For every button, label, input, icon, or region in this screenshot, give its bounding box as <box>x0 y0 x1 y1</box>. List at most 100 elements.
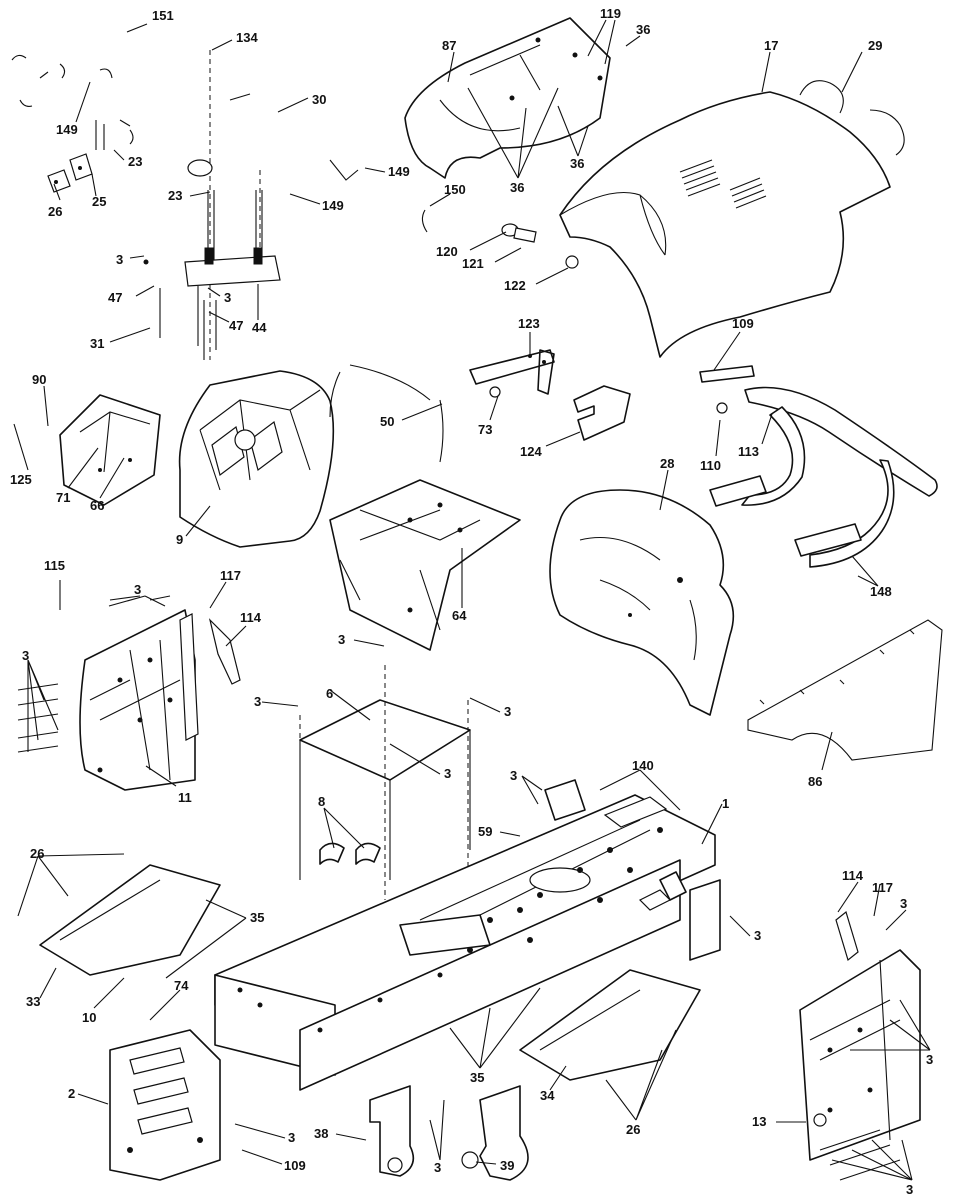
leader-lines <box>13 19 931 1181</box>
callout-3: 3 <box>754 928 761 943</box>
callout-86: 86 <box>808 774 822 789</box>
callout-36: 36 <box>510 180 524 195</box>
plate-33 <box>39 864 221 976</box>
callout-59: 59 <box>478 824 492 839</box>
callout-39: 39 <box>500 1158 514 1173</box>
callout-47: 47 <box>229 318 243 333</box>
callout-50: 50 <box>380 414 394 429</box>
callout-3: 3 <box>444 766 451 781</box>
callout-87: 87 <box>442 38 456 53</box>
callout-35: 35 <box>250 910 264 925</box>
callout-2: 2 <box>68 1086 75 1101</box>
bracket-26 <box>47 169 71 193</box>
callout-26: 26 <box>30 846 44 861</box>
callout-115: 115 <box>44 558 65 573</box>
callout-3: 3 <box>434 1160 441 1175</box>
callout-3: 3 <box>906 1182 913 1197</box>
callout-23: 23 <box>168 188 182 203</box>
dash-tower-9 <box>178 370 335 548</box>
callout-66: 66 <box>90 498 104 513</box>
callout-9: 9 <box>176 532 183 547</box>
callout-1: 1 <box>722 796 729 811</box>
callout-3: 3 <box>338 632 345 647</box>
callout-3: 3 <box>288 1130 295 1145</box>
callout-113: 113 <box>738 444 759 459</box>
frame-holes <box>237 827 663 1033</box>
callout-33: 33 <box>26 994 40 1009</box>
callout-47: 47 <box>108 290 122 305</box>
callout-38: 38 <box>314 1126 328 1141</box>
callout-117: 117 <box>872 880 893 895</box>
side-panel-11 <box>17 595 241 791</box>
callout-117: 117 <box>220 568 241 583</box>
hanger-38 <box>369 1085 415 1177</box>
frame-cutout <box>603 796 668 828</box>
callout-151: 151 <box>152 8 174 23</box>
callout-36: 36 <box>636 22 650 37</box>
callout-30: 30 <box>312 92 326 107</box>
callout-labels: 151 134 30 149 23 23 149 149 26 25 3 47 … <box>10 6 933 1197</box>
front-plate-2 <box>109 1029 221 1181</box>
callout-23: 23 <box>128 154 142 169</box>
footplate-86 <box>747 619 943 761</box>
plate-44 <box>184 255 281 287</box>
callout-25: 25 <box>92 194 106 209</box>
callout-73: 73 <box>478 422 492 437</box>
callout-26: 26 <box>48 204 62 219</box>
callout-74: 74 <box>174 978 189 993</box>
callout-31: 31 <box>90 336 104 351</box>
callout-148: 148 <box>870 584 892 599</box>
side-panel-13 <box>799 910 921 1181</box>
plate-34 <box>519 969 701 1081</box>
hood-17 <box>421 80 905 358</box>
battery-tray-6 <box>299 665 471 900</box>
callout-121: 121 <box>462 256 484 271</box>
callout-44: 44 <box>252 320 267 335</box>
hood-vents <box>679 159 767 209</box>
callout-13: 13 <box>752 1114 766 1129</box>
callout-3: 3 <box>510 768 517 783</box>
callout-64: 64 <box>452 608 467 623</box>
callout-34: 34 <box>540 1088 555 1103</box>
callout-149: 149 <box>388 164 410 179</box>
fender-28 <box>549 489 735 716</box>
callout-29: 29 <box>868 38 882 53</box>
callout-17: 17 <box>764 38 778 53</box>
callout-71: 71 <box>56 490 70 505</box>
callout-3: 3 <box>22 648 29 663</box>
callout-28: 28 <box>660 456 674 471</box>
callout-3: 3 <box>224 290 231 305</box>
callout-11: 11 <box>178 790 192 805</box>
callout-110: 110 <box>700 458 721 473</box>
callout-120: 120 <box>436 244 458 259</box>
bumper-113 <box>699 365 938 568</box>
steering-support-group <box>11 50 359 360</box>
clips-8 <box>319 842 381 865</box>
callout-149: 149 <box>322 198 344 213</box>
callout-149: 149 <box>56 122 78 137</box>
callout-3: 3 <box>926 1052 933 1067</box>
callout-122: 122 <box>504 278 526 293</box>
callout-6: 6 <box>326 686 333 701</box>
callout-36: 36 <box>570 156 584 171</box>
hood-brackets <box>469 349 631 441</box>
callout-109: 109 <box>284 1158 306 1173</box>
callout-114: 114 <box>842 868 864 883</box>
callout-114: 114 <box>240 610 262 625</box>
callout-10: 10 <box>82 1010 96 1025</box>
callout-119: 119 <box>600 6 621 21</box>
callout-150: 150 <box>444 182 466 197</box>
callout-124: 124 <box>520 444 542 459</box>
callout-3: 3 <box>254 694 261 709</box>
callout-90: 90 <box>32 372 46 387</box>
dash-panel-87 <box>404 17 611 179</box>
callout-3: 3 <box>116 252 123 267</box>
callout-123: 123 <box>518 316 540 331</box>
callout-26: 26 <box>626 1122 640 1137</box>
callout-125: 125 <box>10 472 32 487</box>
callout-8: 8 <box>318 794 325 809</box>
support-64 <box>329 479 521 651</box>
callout-3: 3 <box>504 704 511 719</box>
cover-50 <box>329 364 444 463</box>
